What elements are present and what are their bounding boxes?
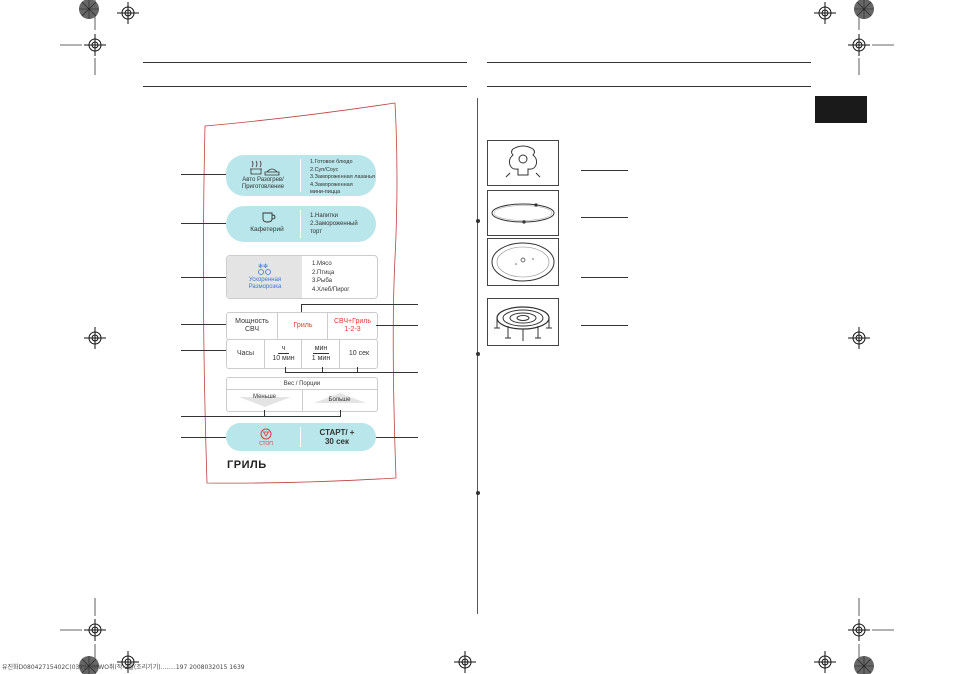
auto-item: 3.Замороженная лазанья <box>310 174 375 180</box>
callout-line <box>340 410 341 416</box>
panel-separator <box>300 159 301 192</box>
hour-label: ч <box>277 345 290 354</box>
auto-item: 1.Готовое блюдо <box>310 159 353 165</box>
accessory-callout <box>581 325 628 326</box>
cafe-label: Кафетерий <box>250 226 284 233</box>
stop-icon <box>260 428 272 440</box>
weight-separator <box>302 390 303 411</box>
ten-min-label: 10 мин <box>272 355 295 362</box>
callout-line <box>181 437 226 438</box>
arrow-down-icon <box>239 397 291 407</box>
callout-line <box>181 174 226 175</box>
turntable-image <box>487 238 559 286</box>
one-min-button[interactable]: мин 1 мин <box>301 340 340 368</box>
snowflake-icon: ✻✻ <box>257 262 273 281</box>
stop-button[interactable]: СТОП <box>226 423 301 451</box>
defrost-item: 1.Мясо <box>312 261 332 267</box>
callout-line <box>322 367 323 372</box>
roller-ring-image <box>487 190 559 236</box>
ten-sec-button[interactable]: 10 сек <box>339 340 378 368</box>
pot-icon <box>246 159 282 182</box>
callout-line <box>357 367 358 372</box>
auto-cook-label: Авто Разогрев/ Приготовление <box>241 177 285 190</box>
bullet-dot <box>476 219 480 223</box>
accessory-callout <box>581 217 628 218</box>
stop-start-bar: СТОП СТАРТ/ + 30 сек <box>226 423 376 451</box>
callout-line <box>181 416 341 417</box>
auto-item: 4.Замороженная мини-пицца <box>310 181 353 196</box>
callout-line <box>181 223 226 224</box>
microwave-power-button[interactable]: Мощность СВЧ <box>235 318 269 333</box>
grill-rack-image <box>487 298 559 346</box>
callout-line <box>181 350 226 351</box>
brand-logo: ГРИЛЬ <box>227 459 267 471</box>
defrost-item: 2.Птица <box>312 269 335 276</box>
defrost-item: 3.Рыба <box>312 278 332 284</box>
weight-row: Вес / Порции Меньше Больше <box>226 377 378 412</box>
bullet-dot <box>476 352 480 356</box>
stop-label: СТОП <box>259 441 273 447</box>
header-rule-left-top <box>143 62 467 63</box>
callout-line <box>181 324 226 325</box>
auto-cook-list: 1.Готовое блюдо 2.Суп/Соус 3.Замороженна… <box>310 159 376 197</box>
panel-separator <box>300 210 301 238</box>
coupler-image <box>487 140 559 186</box>
cafe-button[interactable]: Кафетерий 1.Напитки 2.Замороженный торт <box>226 206 376 242</box>
accessory-callout <box>581 170 628 171</box>
callout-line <box>285 367 286 372</box>
defrost-item: 4.Хлеб/Пирог <box>312 286 350 293</box>
defrost-button[interactable]: ✻✻ Ускоренная Разморозка 1.Мясо 2.Птица … <box>226 255 378 299</box>
one-min-label: 1 мин <box>311 355 331 362</box>
auto-cook-button[interactable]: Авто Разогрев/ Приготовление 1.Готовое б… <box>226 155 376 196</box>
more-label: Больше <box>328 397 351 403</box>
grill-button[interactable]: Гриль <box>277 313 328 339</box>
less-label: Меньше <box>253 394 276 400</box>
header-rule-left-bottom <box>143 86 467 87</box>
callout-line <box>301 304 302 312</box>
column-divider <box>477 98 478 614</box>
callout-line <box>181 277 226 278</box>
cafe-item: 1.Напитки <box>310 213 338 219</box>
arrow-up-icon <box>314 393 366 403</box>
cup-icon <box>261 210 277 228</box>
accessory-callout <box>581 277 628 278</box>
power-row: Мощность СВЧ Гриль СВЧ+Гриль 1-2-3 <box>226 312 378 340</box>
panel-separator <box>300 427 301 447</box>
defrost-key <box>227 256 302 298</box>
defrost-label: Ускоренная Разморозка <box>248 277 282 290</box>
clock-button[interactable]: Часы <box>236 350 255 357</box>
combo-button[interactable]: СВЧ+Гриль 1-2-3 <box>327 313 377 339</box>
header-rule-right-bottom <box>487 86 811 87</box>
more-button[interactable]: Больше <box>302 390 377 411</box>
callout-line <box>285 372 418 373</box>
callout-line <box>264 410 265 416</box>
weight-divider <box>227 389 377 390</box>
min-label: мин <box>312 345 330 354</box>
bullet-dot <box>476 491 480 495</box>
start-button[interactable]: СТАРТ/ + 30 сек <box>319 428 355 446</box>
auto-item: 2.Суп/Соус <box>310 166 339 173</box>
less-button[interactable]: Меньше <box>227 390 302 411</box>
callout-line <box>301 304 418 305</box>
callout-line <box>376 325 418 326</box>
header-rule-right-top <box>487 62 811 63</box>
language-tab <box>815 96 867 123</box>
cafe-list: 1.Напитки 2.Замороженный торт <box>310 212 370 236</box>
ten-min-button[interactable]: ч 10 мин <box>264 340 302 368</box>
time-row: Часы ч 10 мин мин 1 мин 10 сек <box>226 339 378 369</box>
defrost-list: 1.Мясо 2.Птица 3.Рыба 4.Хлеб/Пирог <box>312 260 372 294</box>
cafe-item: 2.Замороженный торт <box>310 221 358 235</box>
svg-text:✻✻: ✻✻ <box>258 263 268 270</box>
print-footer: 유진화D08042715402C(03212)MWO취(작-2플(조리기기)..… <box>2 664 245 671</box>
weight-title: Вес / Порции <box>283 381 321 387</box>
callout-line <box>376 437 418 438</box>
